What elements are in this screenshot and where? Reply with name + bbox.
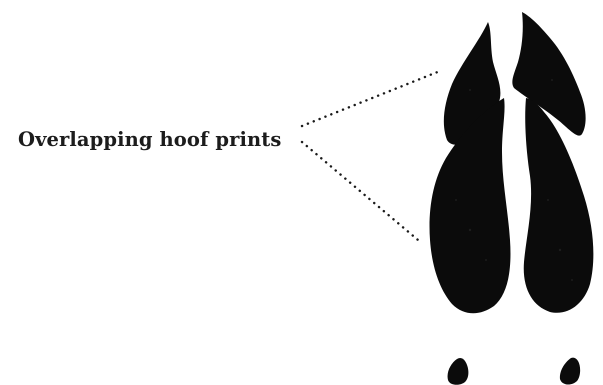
leader-line-upper [302,71,440,126]
front-print [444,12,586,145]
hind-left-toe [430,98,511,313]
dewclaw-right [560,358,580,385]
leader-line-lower [302,142,418,240]
leader-lines [302,71,440,240]
dewclaw-left [448,358,469,385]
front-right-toe [512,12,585,136]
dewclaw-marks [448,358,581,385]
